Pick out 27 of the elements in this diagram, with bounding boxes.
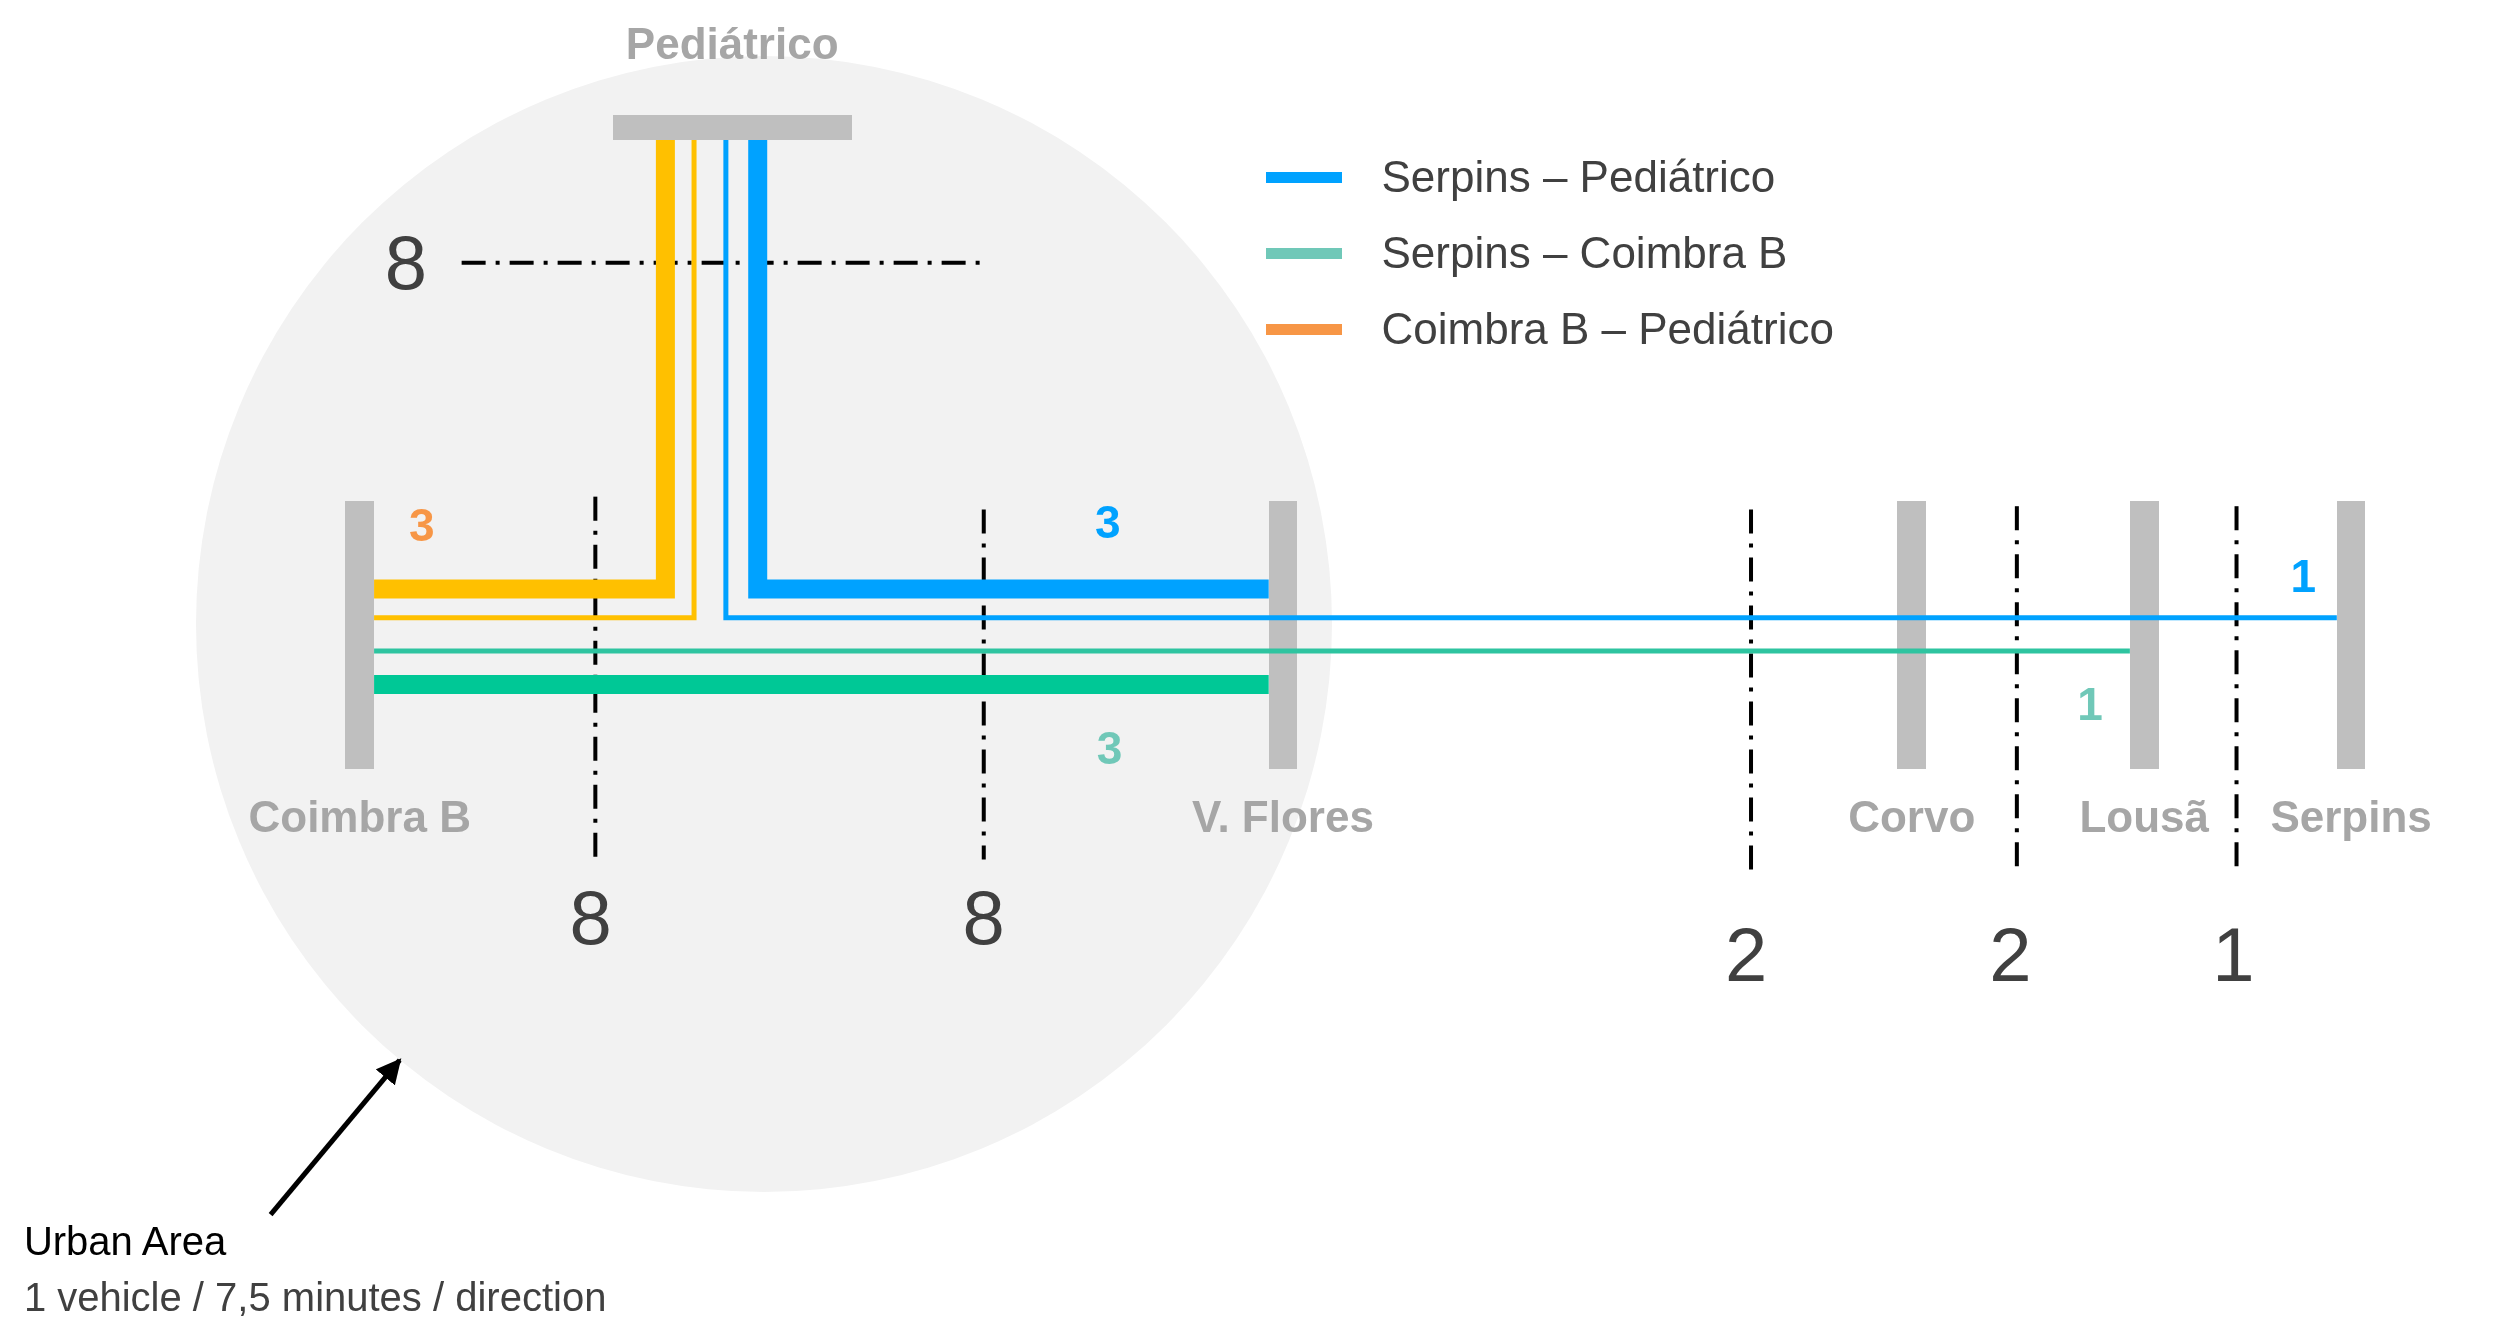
station-label: Corvo <box>1848 791 1976 844</box>
route-line <box>374 675 1269 694</box>
legend-label: Serpins – Coimbra B <box>1381 227 1788 280</box>
edge-label: 1 <box>2290 551 2317 602</box>
edge-label: 3 <box>1095 497 1121 548</box>
route-line <box>748 140 1269 599</box>
station-label: Serpins <box>2270 791 2432 844</box>
edge-label: 1 <box>2077 678 2103 729</box>
area-note: 1 vehicle / 7,5 minutes / direction <box>23 1273 608 1321</box>
headway-number: 8 <box>569 878 612 959</box>
legend-label: Coimbra B – Pediátrico <box>1381 303 1834 356</box>
station-label: Pediátrico <box>625 18 839 71</box>
edge-label: 3 <box>409 500 435 551</box>
route-line <box>374 648 2130 654</box>
area-title: Urban Area <box>23 1217 228 1265</box>
station-label: Coimbra B <box>248 791 471 844</box>
headway-number: 1 <box>2212 915 2255 996</box>
station-label: Lousã <box>2079 791 2209 844</box>
headway-number: 8 <box>962 878 1005 959</box>
arrow <box>268 1058 402 1218</box>
station-label: V. Flores <box>1192 791 1374 844</box>
legend-label: Serpins – Pediátrico <box>1381 151 1776 204</box>
headway-number: 2 <box>1725 915 1768 996</box>
headway-number: 8 <box>384 222 428 303</box>
route-line <box>723 140 2337 621</box>
headway-number: 2 <box>1989 915 2032 996</box>
edge-label: 3 <box>1096 723 1123 774</box>
